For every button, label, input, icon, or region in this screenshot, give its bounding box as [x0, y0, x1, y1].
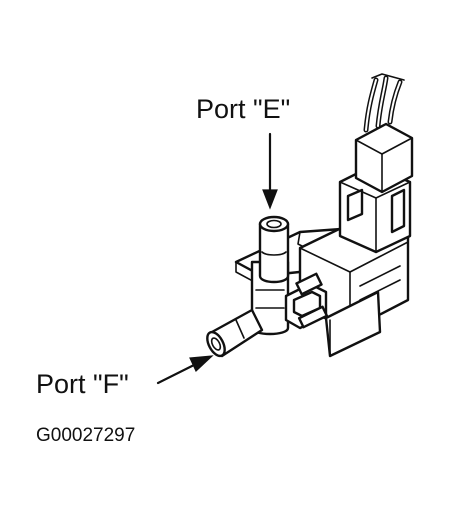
port-e-label: Port "E": [196, 94, 291, 124]
electrical-connector: [338, 122, 414, 254]
figure-id: G00027297: [36, 425, 136, 446]
port-e-nipple: [258, 215, 290, 284]
port-f-nipple: [206, 308, 264, 358]
port-f-label: Port "F": [36, 369, 129, 399]
connector-wires: [363, 73, 405, 133]
linkage-clip: [284, 272, 329, 330]
port-f-arrow: [156, 355, 214, 385]
port-e-arrow: [262, 132, 278, 210]
